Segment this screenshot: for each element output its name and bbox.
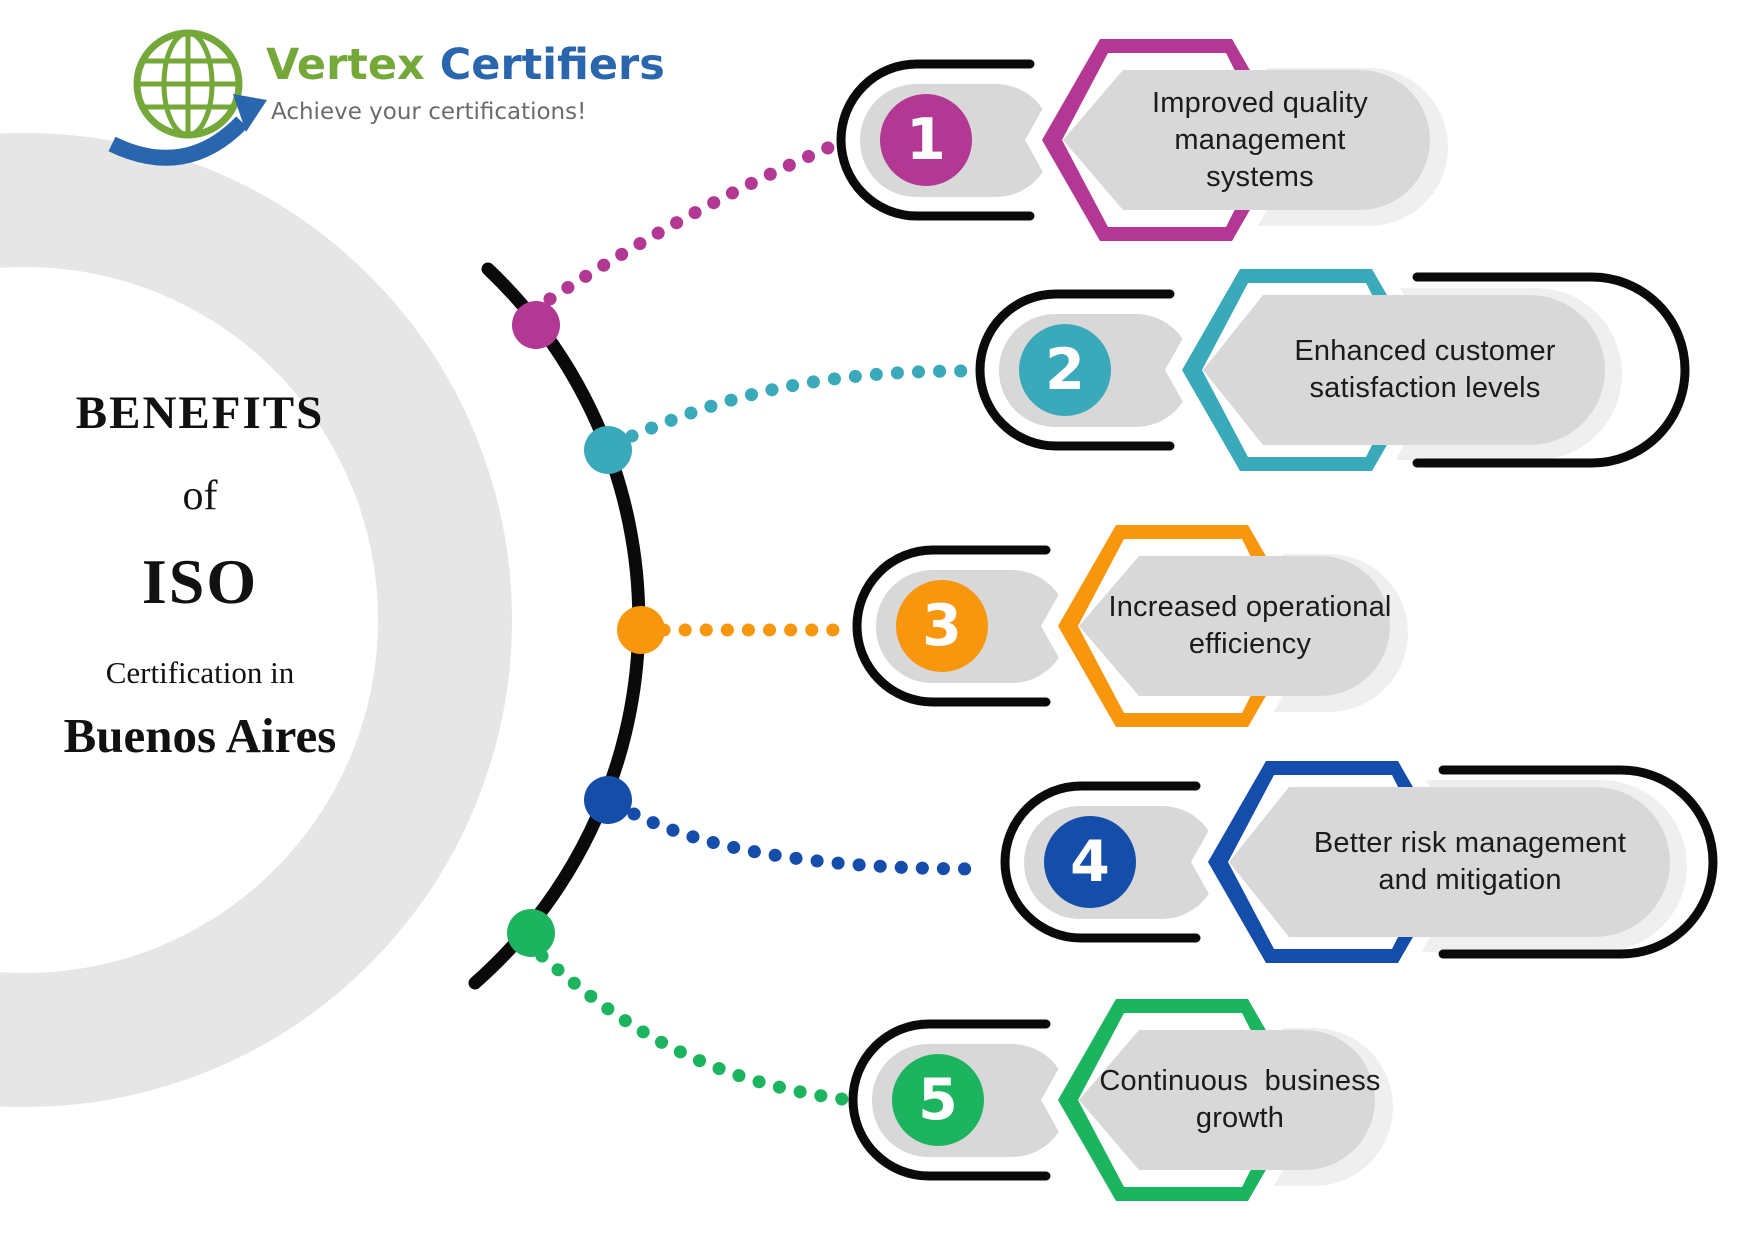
item-row-1 <box>836 23 1448 257</box>
item-label-1: Improved quality management systems <box>1152 86 1368 193</box>
item-row-4 <box>1000 745 1718 979</box>
item-number-5: 5 <box>918 1067 958 1133</box>
item-outline <box>975 289 1175 451</box>
item-outline <box>836 59 1035 221</box>
item-capsule <box>1203 295 1605 445</box>
brand-text: Vertex Certifiers <box>266 40 866 90</box>
title-ring <box>0 133 512 1107</box>
title-block: BENEFITS of ISO Certification in Buenos … <box>0 387 400 763</box>
item-label-3: Increased operational efficiency <box>1108 591 1392 660</box>
item-label-5: Continuous business growth <box>1099 1065 1381 1134</box>
item-outline-right <box>1412 272 1690 468</box>
item-label-4: Better risk management and mitigation <box>1313 827 1627 896</box>
title-iso: ISO <box>141 546 259 617</box>
brand-primary: Vertex <box>266 40 425 90</box>
item-capsule <box>1079 556 1390 696</box>
arc-node-4 <box>584 776 632 824</box>
item-number-4: 4 <box>1070 829 1110 895</box>
title-certification-in: Certification in <box>105 655 295 690</box>
arc-node-3 <box>617 606 665 654</box>
logo-arrow-icon <box>108 94 267 166</box>
item-number-circle <box>880 94 972 186</box>
item-capsule <box>1229 787 1670 937</box>
item-number-circle <box>896 580 988 672</box>
brand-tagline: Achieve your certifications! <box>271 99 587 125</box>
item-row-5 <box>848 983 1393 1217</box>
item-outline <box>852 545 1051 707</box>
logo-globe-icon <box>133 29 243 139</box>
item-capsule <box>1063 70 1430 210</box>
item-capsule <box>1079 1030 1375 1170</box>
item-outline-right <box>1438 765 1718 959</box>
item-number-circle <box>1019 324 1111 416</box>
title-benefits: BENEFITS <box>75 387 325 439</box>
item-outline <box>1000 781 1201 943</box>
connector-1 <box>543 140 837 306</box>
arc-node-1 <box>512 301 560 349</box>
item-number-circle <box>1044 816 1136 908</box>
item-row-3 <box>852 509 1408 743</box>
item-number-2: 2 <box>1045 337 1085 403</box>
brand-secondary: Certifiers <box>439 40 665 90</box>
connector-5 <box>535 949 849 1106</box>
title-city: Buenos Aires <box>63 708 337 763</box>
connector-2 <box>625 364 970 443</box>
item-row-2 <box>975 253 1690 487</box>
title-of: of <box>182 473 218 519</box>
connector-4 <box>627 807 989 876</box>
item-number-circle <box>892 1054 984 1146</box>
item-number-1: 1 <box>906 107 946 173</box>
item-label-2: Enhanced customer satisfaction levels <box>1294 335 1556 404</box>
arc-node-5 <box>507 909 555 957</box>
item-number-3: 3 <box>922 593 962 659</box>
item-outline <box>848 1019 1051 1181</box>
arc-node-2 <box>584 426 632 474</box>
